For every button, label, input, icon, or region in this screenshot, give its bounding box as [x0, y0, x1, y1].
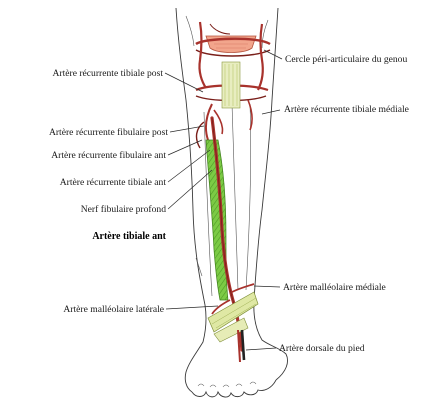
label-nerf-fibulaire-profond: Nerf fibulaire profond	[81, 204, 166, 215]
label-cercle-peri-articulaire: Cercle péri-articulaire du genou	[285, 54, 407, 65]
label-dorsale-du-pied: Artère dorsale du pied	[279, 343, 365, 354]
label-recurrente-fibulaire-post: Artère récurrente fibulaire post	[49, 127, 168, 138]
label-malleolaire-laterale: Artère malléolaire latérale	[63, 304, 164, 315]
label-recurrente-tibiale-ant: Artère récurrente tibiale ant	[60, 177, 167, 188]
label-malleolaire-mediale: Artère malléolaire médiale	[283, 282, 386, 293]
label-recurrente-tibiale-post: Artère récurrente tibiale post	[52, 68, 163, 79]
label-recurrente-fibulaire-ant: Artère récurrente fibulaire ant	[51, 150, 166, 161]
patellar-ligament	[222, 62, 240, 108]
label-recurrente-tibiale-mediale: Artère récurrente tibiale médiale	[284, 104, 409, 115]
label-tibiale-ant: Artère tibiale ant	[92, 231, 166, 242]
